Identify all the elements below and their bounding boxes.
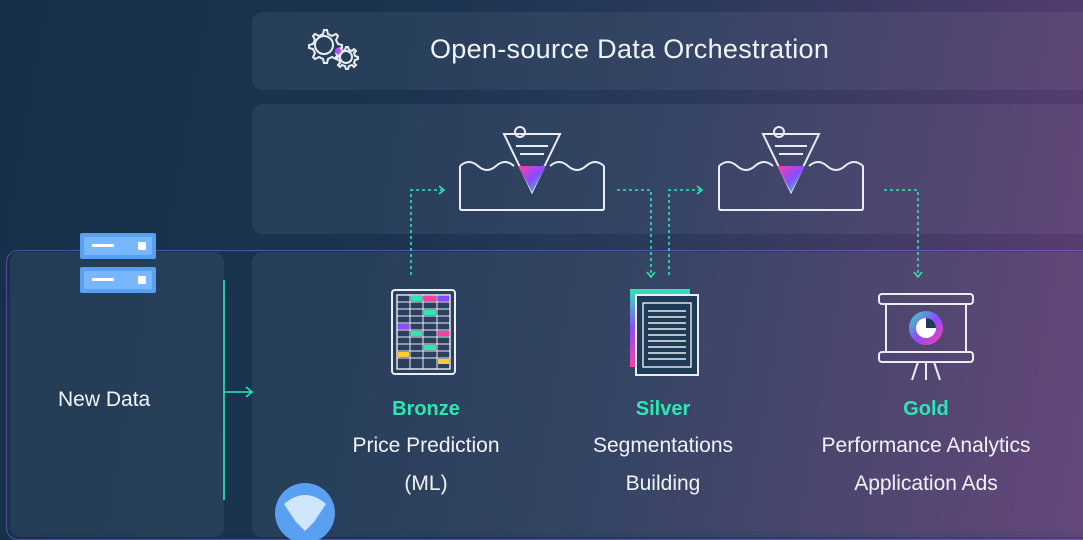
document-stack-icon	[630, 289, 699, 376]
header-bar	[252, 12, 1083, 90]
new-data-label: New Data	[58, 388, 151, 411]
tier-name-gold: Gold	[903, 398, 949, 420]
iceberg-icon	[275, 483, 335, 540]
tier-desc-bronze-line1: Price Prediction	[352, 434, 500, 457]
tier-name-silver: Silver	[635, 398, 691, 420]
gear-icon	[308, 29, 359, 70]
lake-silver-to-gold-icon	[718, 126, 864, 211]
tier-desc-silver-line1: Segmentations	[592, 434, 734, 457]
tier-name-bronze: Bronze	[392, 398, 460, 420]
tier-desc-silver-line2: Building	[625, 472, 701, 495]
server-icon	[80, 233, 156, 293]
presentation-board-icon	[878, 293, 974, 381]
data-lake-band	[252, 104, 1083, 234]
new-data-panel	[10, 252, 224, 537]
tier-desc-gold-line1: Performance Analytics	[821, 434, 1031, 457]
tier-desc-bronze-line2: (ML)	[404, 472, 448, 495]
tier-desc-gold-line2: Application Ads	[854, 472, 998, 495]
page-title: Open-source Data Orchestration	[430, 34, 830, 64]
table-grid-icon	[391, 289, 456, 375]
lake-bronze-to-silver-icon	[459, 126, 605, 211]
